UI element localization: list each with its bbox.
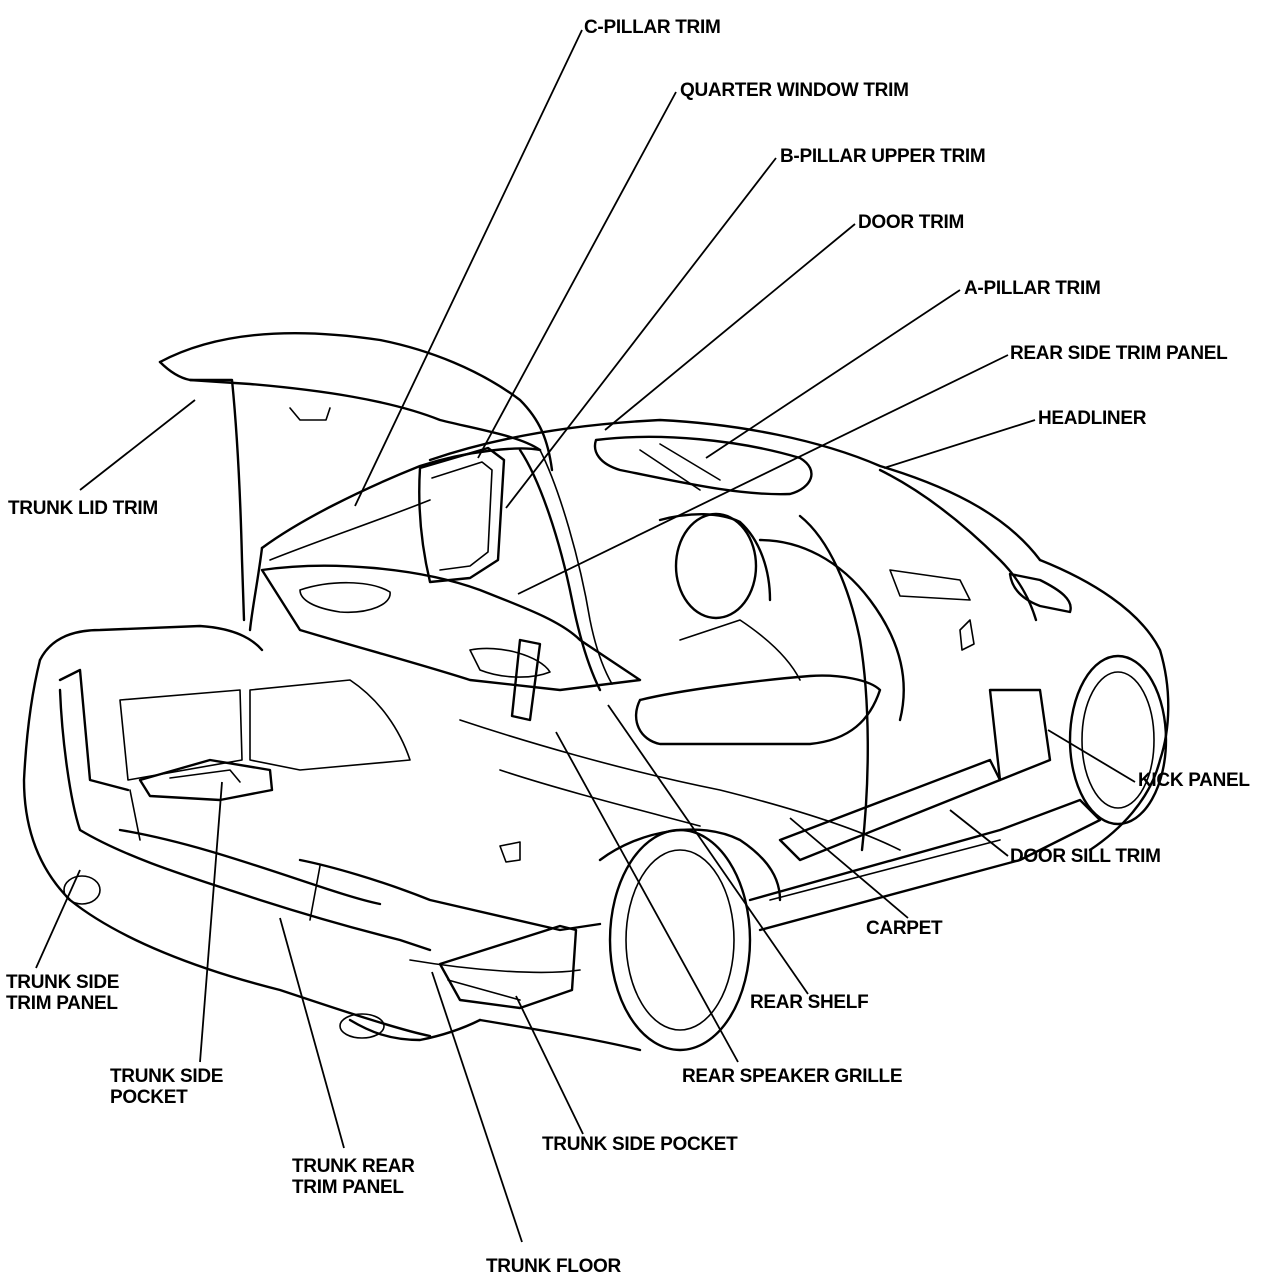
label-headliner: HEADLINER: [1038, 408, 1147, 429]
leader-lines: [35, 29, 1136, 1243]
label-quarter-window-trim: QUARTER WINDOW TRIM: [680, 80, 909, 101]
label-rear-speaker-grille: REAR SPEAKER GRILLE: [682, 1066, 903, 1087]
label-a-pillar-trim: A-PILLAR TRIM: [964, 278, 1101, 299]
label-door-trim: DOOR TRIM: [858, 212, 965, 233]
label-c-pillar-trim: C-PILLAR TRIM: [584, 17, 721, 38]
car-outline: [22, 332, 1170, 1052]
label-trunk-lid-trim: TRUNK LID TRIM: [8, 498, 158, 519]
label-trunk-floor: TRUNK FLOOR: [486, 1256, 621, 1277]
label-trunk-side-pocket-left-line1: TRUNK SIDE: [110, 1066, 224, 1087]
label-b-pillar-upper-trim: B-PILLAR UPPER TRIM: [780, 146, 986, 167]
label-rear-side-trim-panel: REAR SIDE TRIM PANEL: [1010, 343, 1228, 364]
label-trunk-side-pocket-left-line2: POCKET: [110, 1087, 188, 1108]
label-trunk-side-trim-panel-line2: TRIM PANEL: [6, 993, 118, 1014]
label-trunk-side-trim-panel-line1: TRUNK SIDE: [6, 972, 120, 993]
label-trunk-rear-trim-panel-line1: TRUNK REAR: [292, 1156, 415, 1177]
label-carpet: CARPET: [866, 918, 943, 939]
label-door-sill-trim: DOOR SILL TRIM: [1010, 846, 1161, 867]
label-trunk-rear-trim-panel-line2: TRIM PANEL: [292, 1177, 404, 1198]
label-kick-panel: KICK PANEL: [1138, 770, 1250, 791]
label-trunk-side-pocket-right: TRUNK SIDE POCKET: [542, 1134, 738, 1155]
label-rear-shelf: REAR SHELF: [750, 992, 869, 1013]
